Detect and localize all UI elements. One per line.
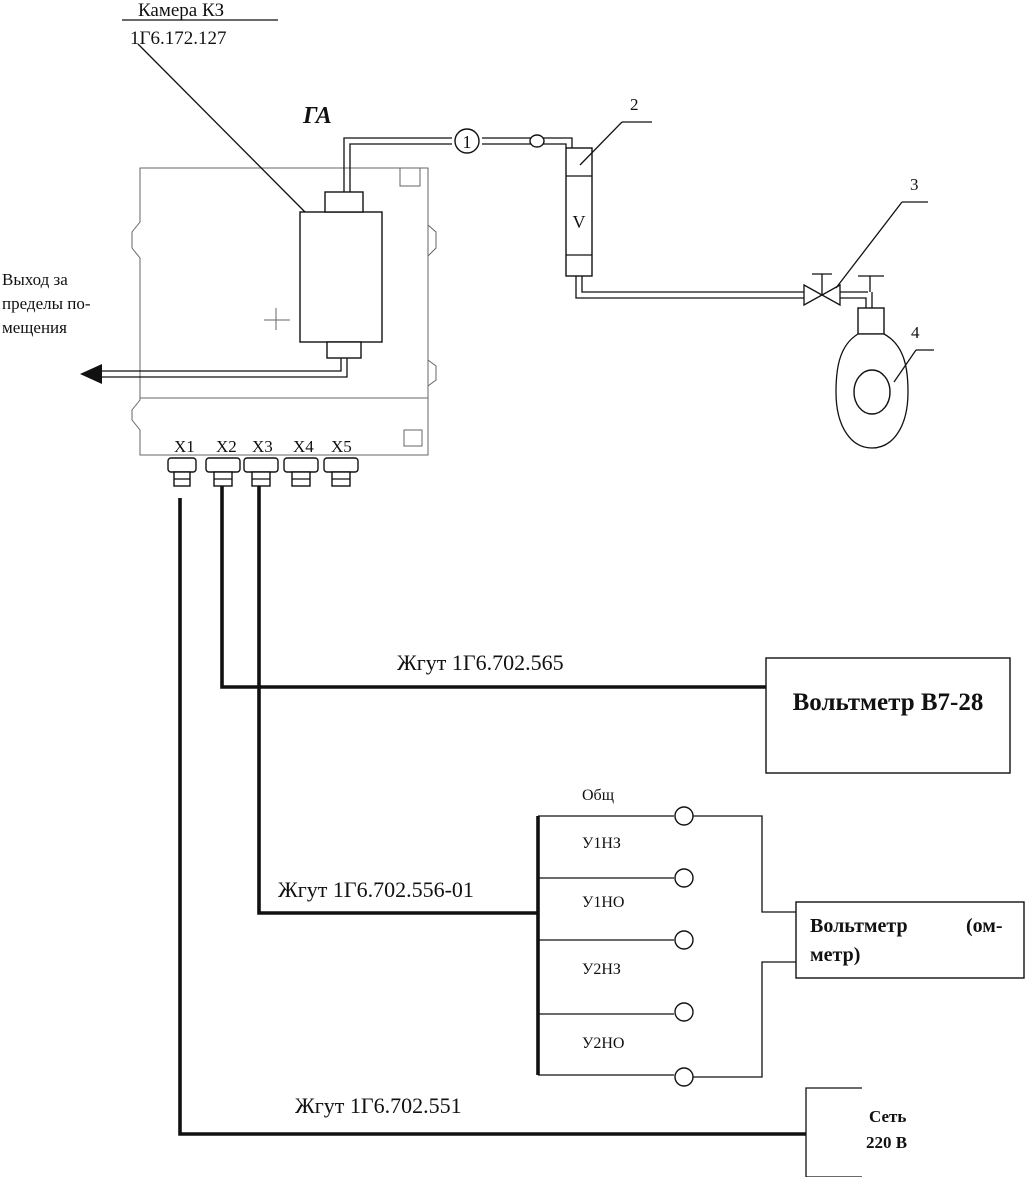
voltmeter-ohm-line1: Вольтметр xyxy=(810,915,908,937)
gas-inlet-line xyxy=(343,137,573,192)
exit-label-line3: мещения xyxy=(2,318,67,337)
contact-y2no-label: У2НО xyxy=(582,1035,624,1052)
connector-x4 xyxy=(283,457,319,487)
callout-2: 2 xyxy=(579,95,652,166)
rotameter-mark: V xyxy=(573,212,586,232)
harness-x2-wire xyxy=(220,486,766,689)
exhaust-line xyxy=(80,358,348,384)
harness-x3-wire xyxy=(257,486,538,915)
callout-2-number: 2 xyxy=(630,95,639,114)
flow-marker-number: 1 xyxy=(463,132,472,152)
rotameter: V xyxy=(565,147,593,277)
exit-label-line2: пределы по- xyxy=(2,294,91,313)
voltmeter-ohmmeter: Вольтметр (ом- метр) xyxy=(795,901,1025,979)
contact-common-terminal xyxy=(674,806,694,826)
callout-4: 4 xyxy=(893,323,934,383)
contact-y2nz-label: У2НЗ xyxy=(582,961,621,978)
valve-line xyxy=(575,276,873,308)
connector-x1-label: X1 xyxy=(174,437,195,456)
harness-x1-wire xyxy=(178,498,806,1136)
contact-y1nz-label: У1НЗ xyxy=(582,835,621,852)
gas-analyzer-housing xyxy=(131,167,437,456)
callout-3: 3 xyxy=(835,175,928,289)
callout-4-number: 4 xyxy=(911,323,920,342)
contact-y2no-terminal xyxy=(674,1067,694,1087)
camera-label-code: 1Г6.172.127 xyxy=(130,28,226,49)
mains-supply: Сеть 220 В xyxy=(805,1087,907,1177)
connector-x4-label: X4 xyxy=(293,437,314,456)
callout-3-number: 3 xyxy=(910,175,919,194)
voltmeter-b728: Вольтметр В7-28 xyxy=(765,657,1011,774)
voltmeter-b728-label: Вольтметр В7-28 xyxy=(793,689,984,716)
gas-cylinder xyxy=(835,307,909,449)
exit-label: Выход за пределы по- мещения xyxy=(2,270,91,337)
harness-565-label: Жгут 1Г6.702.565 xyxy=(397,650,564,675)
relay-contact-block: Общ У1НЗ У1НО У2НЗ У2НО xyxy=(536,787,796,1087)
contact-common-label: Общ xyxy=(582,787,614,804)
mains-line1: Сеть xyxy=(869,1107,906,1126)
gas-analyzer-label: ГА xyxy=(302,103,332,129)
exhaust-arrow-icon xyxy=(80,364,102,384)
tube-fitting xyxy=(529,134,545,148)
connector-x5 xyxy=(323,457,359,487)
camera-label-name: Камера КЗ xyxy=(138,0,224,21)
voltmeter-ohm-line2: метр) xyxy=(810,944,860,966)
connector-x3 xyxy=(243,457,279,487)
connector-x5-label: X5 xyxy=(331,437,352,456)
camera-k3 xyxy=(299,191,383,359)
connector-x3-label: X3 xyxy=(252,437,273,456)
connector-x1 xyxy=(167,457,197,487)
contact-y1nz-terminal xyxy=(674,868,694,888)
mains-line2: 220 В xyxy=(866,1133,907,1152)
needle-valve xyxy=(803,273,884,307)
contact-y2nz-terminal xyxy=(674,1002,694,1022)
voltmeter-ohm-line1b: (ом- xyxy=(966,915,1003,937)
harness-556-label: Жгут 1Г6.702.556-01 xyxy=(278,877,474,902)
contact-y1no-label: У1НО xyxy=(582,894,624,911)
connector-x2-label: X2 xyxy=(216,437,237,456)
flow-marker: 1 xyxy=(454,128,480,154)
camera-label: Камера КЗ 1Г6.172.127 xyxy=(122,0,306,213)
harness-551-label: Жгут 1Г6.702.551 xyxy=(295,1093,462,1118)
contact-y1no-terminal xyxy=(674,930,694,950)
exit-label-line1: Выход за xyxy=(2,270,68,289)
connector-panel: X1 X2 X3 X4 X5 xyxy=(167,437,359,487)
connector-x2 xyxy=(205,457,241,487)
